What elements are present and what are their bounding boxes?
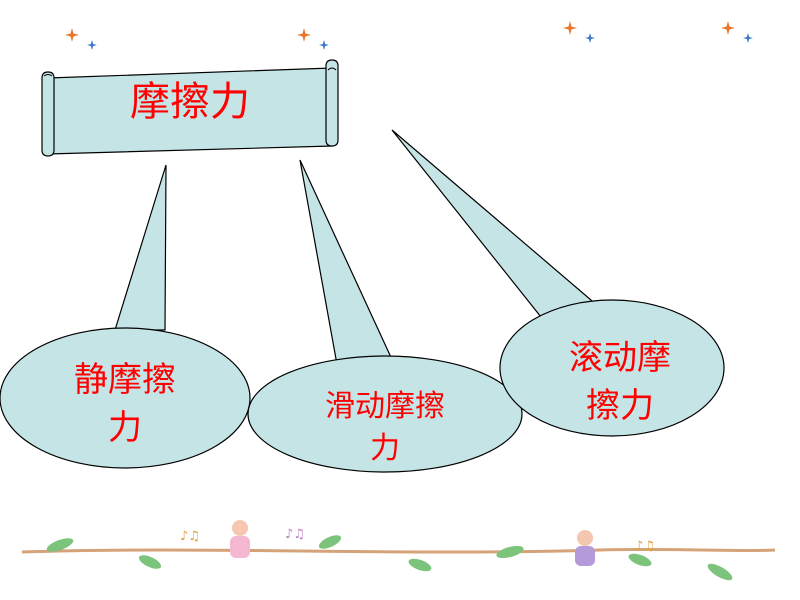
branch-label-line: 擦力 [586,386,654,426]
branch-label-line: 力 [108,408,142,448]
diagram-title: 摩擦力 [130,79,250,125]
branch-label-line: 静摩擦 [74,360,176,400]
branch-label-line: 滚动摩 [569,338,671,378]
branch-label-sliding-friction: 滑动摩擦 力 [270,386,500,470]
decorative-vine-border: ♪♫ ♪♫ ♪♫ [21,520,776,581]
svg-text:♪♫: ♪♫ [180,529,200,544]
sparkle-decoration [721,21,753,43]
sparkle-decoration [65,28,97,50]
svg-text:♪♫: ♪♫ [635,539,655,554]
branch-bubble [247,355,523,473]
title-scroll-banner [41,59,339,157]
branch-label-line: 滑动摩擦 [325,389,445,424]
branch-bubble [499,299,725,437]
branch-label-rolling-friction: 滚动摩 擦力 [520,334,720,430]
branch-bubble [0,327,251,469]
branch-connector-tail [391,129,600,323]
branch-connector-tail [114,164,167,331]
branch-label-line: 力 [370,431,400,466]
sparkle-decoration [563,21,595,43]
branch-label-static-friction: 静摩擦 力 [30,356,220,452]
branch-connector-tail [299,159,396,371]
svg-text:♪♫: ♪♫ [285,527,305,542]
sparkle-decoration [297,28,329,50]
